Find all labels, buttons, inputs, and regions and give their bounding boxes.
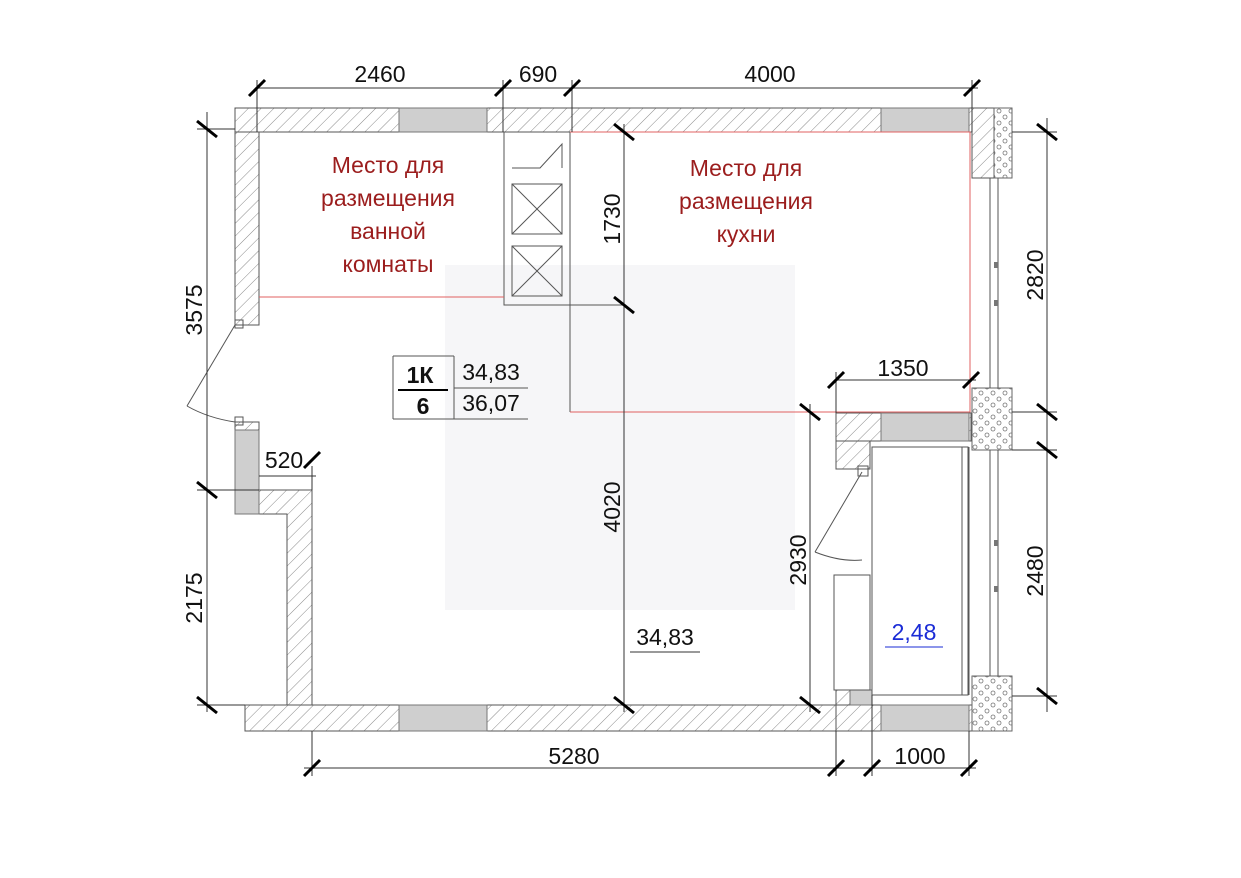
balcony-frame <box>871 446 970 696</box>
dimension-lines <box>196 78 1058 778</box>
dim-vertical-shaft: 1730 <box>599 193 625 244</box>
dim-top-right: 4000 <box>744 61 795 87</box>
entrance-door <box>186 319 244 426</box>
glazing-right <box>972 177 999 676</box>
dim-balcony-opening: 1350 <box>877 355 928 381</box>
zone-bathroom-line-1: Место для <box>332 152 444 178</box>
zone-kitchen-line-2: размещения <box>679 188 813 214</box>
window-top-left <box>398 107 488 133</box>
apartment-number: 6 <box>417 393 430 419</box>
room-area-label: 34,83 <box>636 624 694 650</box>
dim-right-lower: 2480 <box>1022 545 1048 596</box>
wall-top-right-pier <box>971 107 995 179</box>
window-top-right <box>880 107 970 133</box>
window-bottom-right-corner <box>849 689 873 706</box>
window-balcony-bottom <box>880 704 970 732</box>
zone-bathroom-line-4: комнаты <box>343 251 434 277</box>
ventilation-shaft <box>503 131 624 412</box>
zone-kitchen-line-3: кухни <box>717 221 776 247</box>
zone-outlines <box>259 131 971 413</box>
wall-left-upper <box>234 131 260 326</box>
apartment-total-area: 36,07 <box>462 390 520 416</box>
dim-left-lower: 2175 <box>181 572 207 623</box>
zone-kitchen-line-1: Место для <box>690 155 802 181</box>
brick-column-top <box>993 107 1013 179</box>
wall-niche <box>258 489 313 706</box>
dim-left-upper: 3575 <box>181 284 207 335</box>
dim-bottom-main: 5280 <box>548 743 599 769</box>
dim-right-upper: 2820 <box>1022 249 1048 300</box>
dim-niche: 520 <box>265 447 303 473</box>
dim-vertical-main: 4020 <box>599 481 625 532</box>
balcony-door <box>814 465 871 691</box>
brick-column-mid <box>971 387 1013 451</box>
balcony-area-label: 2,48 <box>892 619 937 645</box>
window-left-lower <box>234 429 260 515</box>
windows <box>234 107 970 732</box>
dim-bottom-balcony: 1000 <box>894 743 945 769</box>
room-shade <box>445 265 795 610</box>
window-bottom <box>398 704 488 732</box>
apartment-table: 1К 6 34,83 36,07 <box>392 355 528 420</box>
wall-balcony-pier-upper <box>835 440 871 470</box>
dim-balcony-height: 2930 <box>785 534 811 585</box>
apartment-living-area: 34,83 <box>462 359 520 385</box>
dim-top-mid: 690 <box>519 61 557 87</box>
dim-top-left: 2460 <box>354 61 405 87</box>
brick-column-bottom <box>971 675 1013 732</box>
zone-bathroom-line-3: ванной <box>350 218 426 244</box>
wall-top <box>234 107 973 133</box>
window-balcony-top <box>880 412 970 442</box>
wall-bottom <box>244 704 838 732</box>
zone-bathroom-line-2: размещения <box>321 185 455 211</box>
apartment-type: 1К <box>407 362 435 388</box>
